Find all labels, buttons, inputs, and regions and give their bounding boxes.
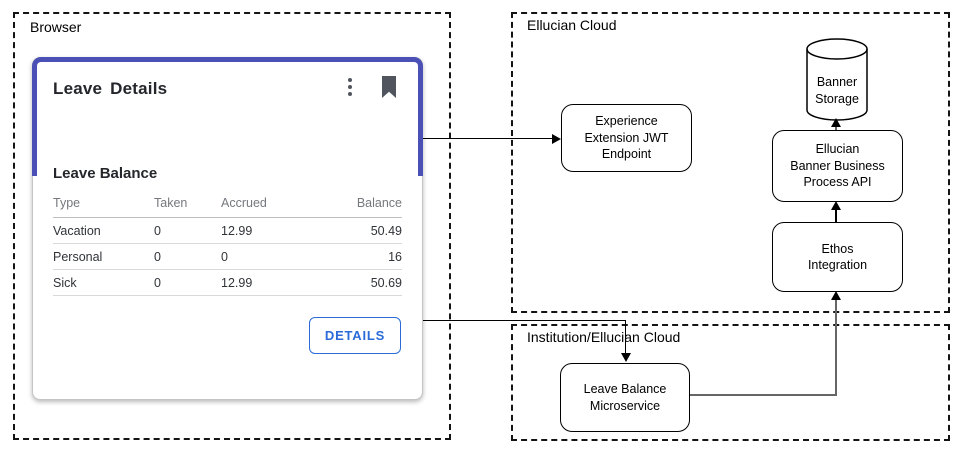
leave-details-card: Leave Details Leave Balance Type Taken A… <box>32 57 423 400</box>
table-header-row: Type Taken Accrued Balance <box>53 196 402 218</box>
cell-type: Sick <box>53 269 154 296</box>
col-header-accrued: Accrued <box>221 196 328 218</box>
node-jwt-endpoint: Experience Extension JWT Endpoint <box>561 104 692 172</box>
cell-accrued: 0 <box>221 243 328 270</box>
arrowhead-up <box>831 291 841 300</box>
institution-cloud-label: Institution/Ellucian Cloud <box>527 329 681 345</box>
leave-balance-heading: Leave Balance <box>53 165 158 182</box>
connector-bpapi-to-storage <box>835 126 837 130</box>
table-row: Vacation 0 12.99 50.49 <box>53 217 402 244</box>
arrowhead-right <box>552 134 561 144</box>
col-header-balance: Balance <box>328 196 402 218</box>
connector-card-to-microservice-h <box>423 320 626 321</box>
institution-cloud-container <box>511 324 950 441</box>
details-button[interactable]: DETAILS <box>309 317 401 354</box>
cell-taken: 0 <box>154 269 221 296</box>
arrowhead-up <box>831 118 841 127</box>
leave-balance-table: Type Taken Accrued Balance Vacation 0 12… <box>53 196 402 296</box>
database-cylinder-icon <box>806 38 868 121</box>
node-banner-storage: Banner Storage <box>806 38 868 122</box>
cell-balance: 16 <box>328 243 402 270</box>
table-row: Personal 0 0 16 <box>53 243 402 270</box>
connector-microservice-to-ethos-h <box>690 394 837 396</box>
card-accent-border <box>32 57 423 176</box>
connector-card-to-microservice-v <box>625 320 626 354</box>
cell-balance: 50.49 <box>328 217 402 244</box>
cell-accrued: 12.99 <box>221 217 328 244</box>
connector-ethos-to-bpapi <box>835 209 837 222</box>
table-row: Sick 0 12.99 50.69 <box>53 269 402 296</box>
ellucian-cloud-container <box>511 12 950 313</box>
node-banner-bp-api: Ellucian Banner Business Process API <box>772 130 903 202</box>
col-header-type: Type <box>53 196 154 218</box>
card-title: Leave Details <box>53 79 168 98</box>
kebab-menu-icon[interactable] <box>343 78 357 98</box>
arrowhead-up <box>831 201 841 210</box>
cell-taken: 0 <box>154 217 221 244</box>
col-header-taken: Taken <box>154 196 221 218</box>
browser-label: Browser <box>30 19 82 35</box>
node-ethos-integration: Ethos Integration <box>772 222 903 292</box>
cell-type: Personal <box>53 243 154 270</box>
cell-taken: 0 <box>154 243 221 270</box>
connector-card-to-jwt <box>423 138 553 139</box>
connector-microservice-to-ethos-v <box>835 299 837 396</box>
arrowhead-down <box>621 353 631 362</box>
node-leave-balance-microservice: Leave Balance Microservice <box>560 363 690 432</box>
cell-balance: 50.69 <box>328 269 402 296</box>
cell-accrued: 12.99 <box>221 269 328 296</box>
bookmark-icon[interactable] <box>380 76 398 99</box>
browser-container <box>13 12 451 440</box>
cell-type: Vacation <box>53 217 154 244</box>
ellucian-cloud-label: Ellucian Cloud <box>527 17 617 33</box>
